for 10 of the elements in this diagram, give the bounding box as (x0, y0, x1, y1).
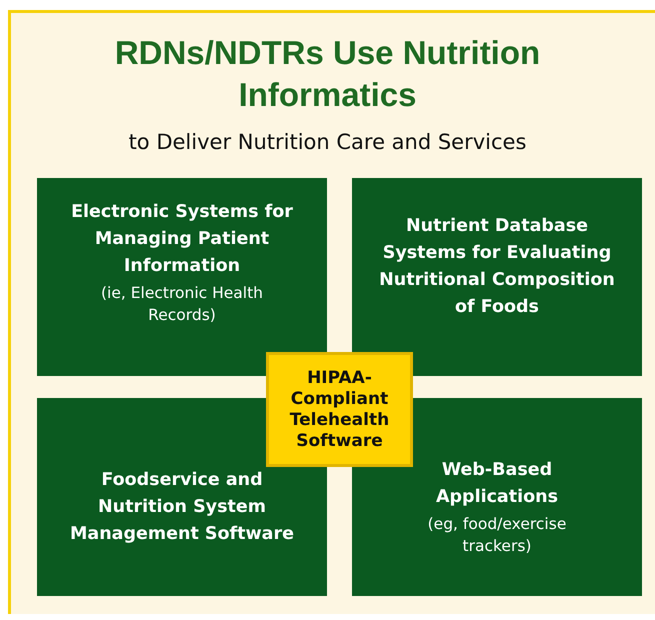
box-note: (eg, food/exercise trackers) (426, 514, 568, 557)
box-heading: HIPAA-Compliant Telehealth Software (288, 368, 390, 452)
box-heading: Electronic Systems for Managing Patient Information (70, 200, 294, 278)
box-heading: Web-Based Applications (434, 459, 560, 509)
center-box (266, 352, 413, 467)
box-heading: Foodservice and Nutrition System Management Software (69, 468, 295, 546)
title: RDNs/NDTRs Use Nutrition Informatics (114, 33, 542, 115)
box-heading: Nutrient Database Systems for Evaluating Nutritional Composition of Foods (378, 215, 616, 319)
subtitle: to Deliver Nutrition Care and Services (128, 130, 528, 154)
box-note: (ie, Electronic Health Records) (100, 282, 264, 326)
